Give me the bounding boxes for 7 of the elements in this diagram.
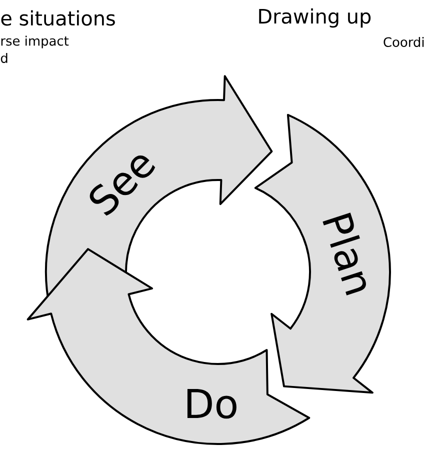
label-text: d [0, 52, 8, 63]
arrow-segment: Plan [254, 114, 391, 394]
label-text: e situations [1, 10, 115, 26]
arrow-segment: Do [26, 248, 310, 445]
label-text: Coordi [384, 36, 424, 47]
label-text: rse impact [1, 36, 69, 48]
label-text: Drawing up [259, 8, 371, 28]
